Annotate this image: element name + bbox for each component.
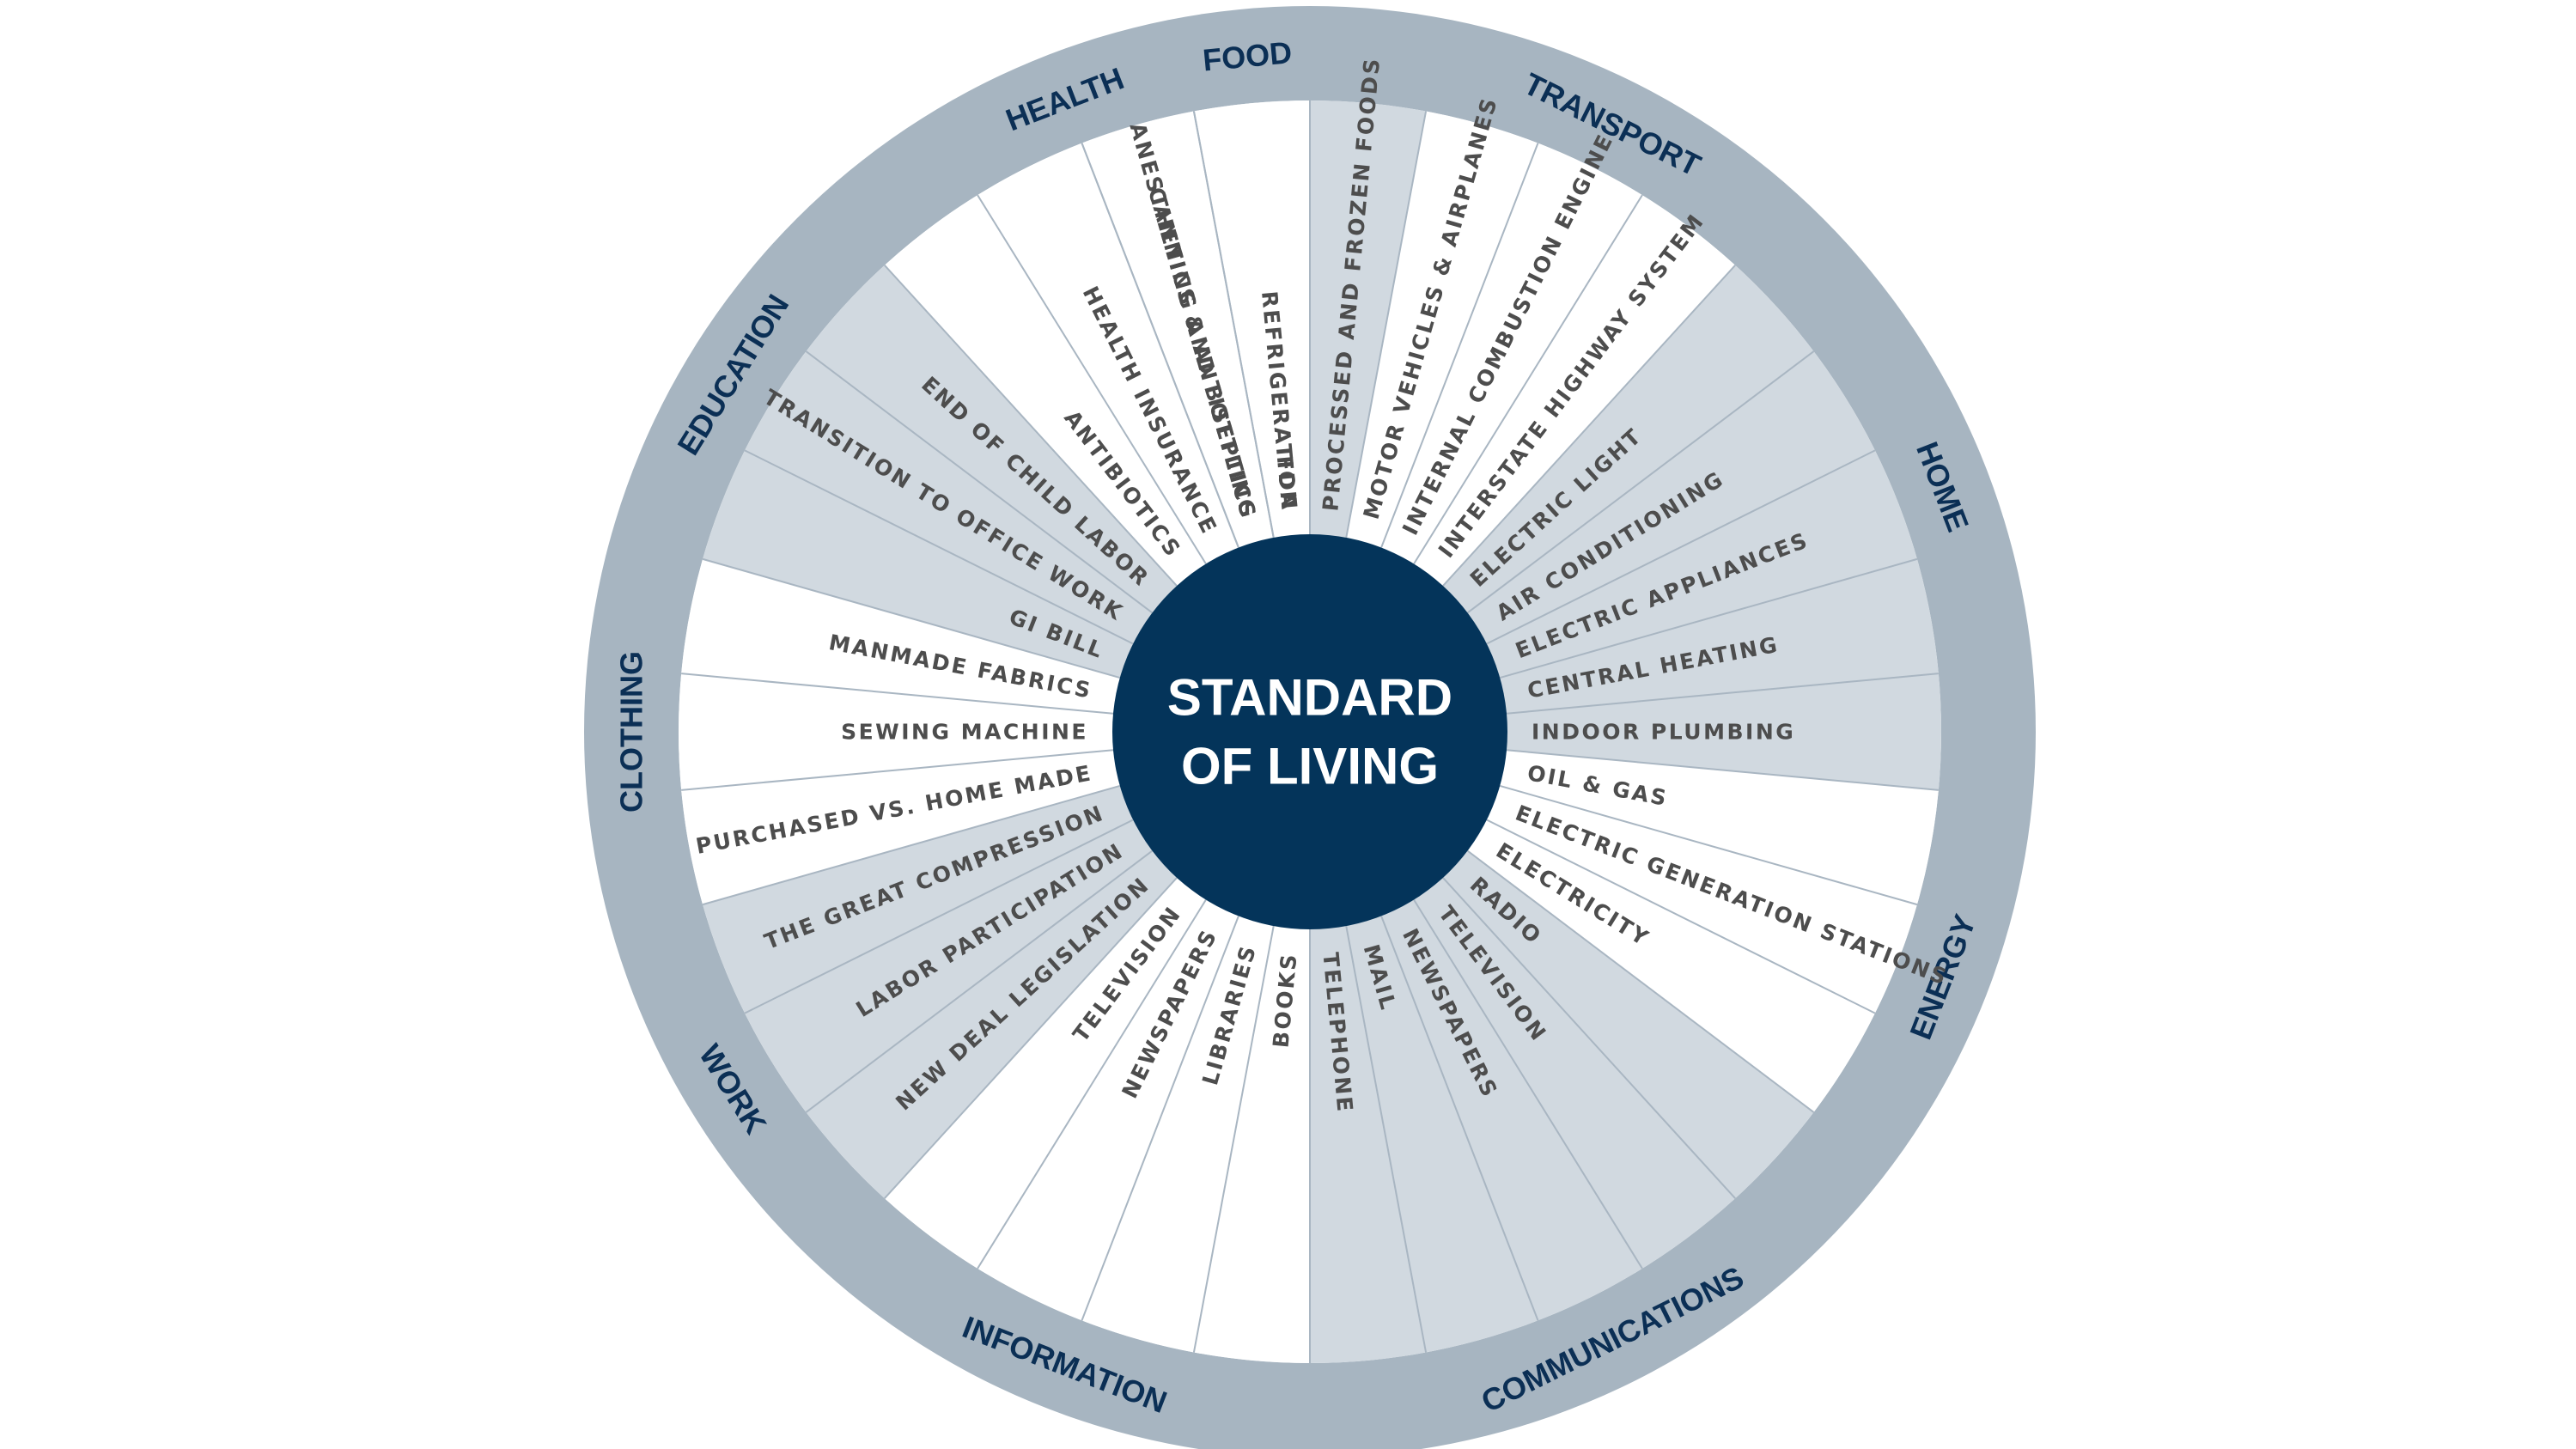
- sector-divider: [1380, 143, 1539, 548]
- sector-communications: [1310, 732, 1814, 1363]
- item-label-indoor-plumbing: INDOOR PLUMBING: [1532, 720, 1795, 745]
- sector-divider: [702, 557, 1121, 679]
- sector-divider: [884, 265, 1178, 587]
- sector-divider: [1466, 350, 1815, 614]
- item-label-fda: FDA: [1272, 454, 1302, 512]
- sector-divider: [1442, 265, 1736, 587]
- sector-divider: [1486, 449, 1876, 645]
- sector-divider: [1380, 916, 1539, 1321]
- center-circle: [1112, 534, 1507, 929]
- sector-divider: [1345, 925, 1428, 1353]
- sector-divider: [744, 449, 1134, 645]
- center-title-line2: OF LIVING: [1181, 738, 1439, 795]
- sector-divider: [1192, 925, 1275, 1353]
- category-label-food: FOOD: [1201, 34, 1293, 77]
- sector-divider: [1506, 673, 1939, 715]
- sector-divider: [1413, 899, 1643, 1269]
- sector-divider: [681, 673, 1114, 715]
- sector-divider: [1345, 111, 1428, 539]
- sector-divider: [884, 877, 1178, 1199]
- sector-divider: [1486, 819, 1876, 1014]
- sector-divider: [1499, 557, 1918, 679]
- sector-divider: [1506, 749, 1939, 791]
- sector-divider: [805, 849, 1154, 1113]
- sector-divider: [1192, 111, 1275, 539]
- category-label-clothing: CLOTHING: [614, 651, 649, 813]
- sector-divider: [977, 899, 1207, 1269]
- sector-divider: [681, 749, 1114, 791]
- sector-divider: [744, 819, 1134, 1014]
- sector-divider: [1442, 877, 1736, 1199]
- sector-clothing: [679, 558, 1310, 905]
- center-title-line1: STANDARD: [1167, 669, 1452, 727]
- sector-divider: [1081, 916, 1239, 1321]
- sector-divider: [1499, 784, 1918, 906]
- sector-divider: [1413, 194, 1643, 564]
- sector-divider: [1466, 849, 1815, 1113]
- sector-divider: [702, 784, 1121, 906]
- sector-divider: [977, 194, 1207, 564]
- item-label-sewing-machine: SEWING MACHINE: [841, 720, 1088, 745]
- sector-divider: [1081, 143, 1239, 548]
- sector-divider: [805, 350, 1154, 614]
- divider-layer: [681, 100, 1939, 1363]
